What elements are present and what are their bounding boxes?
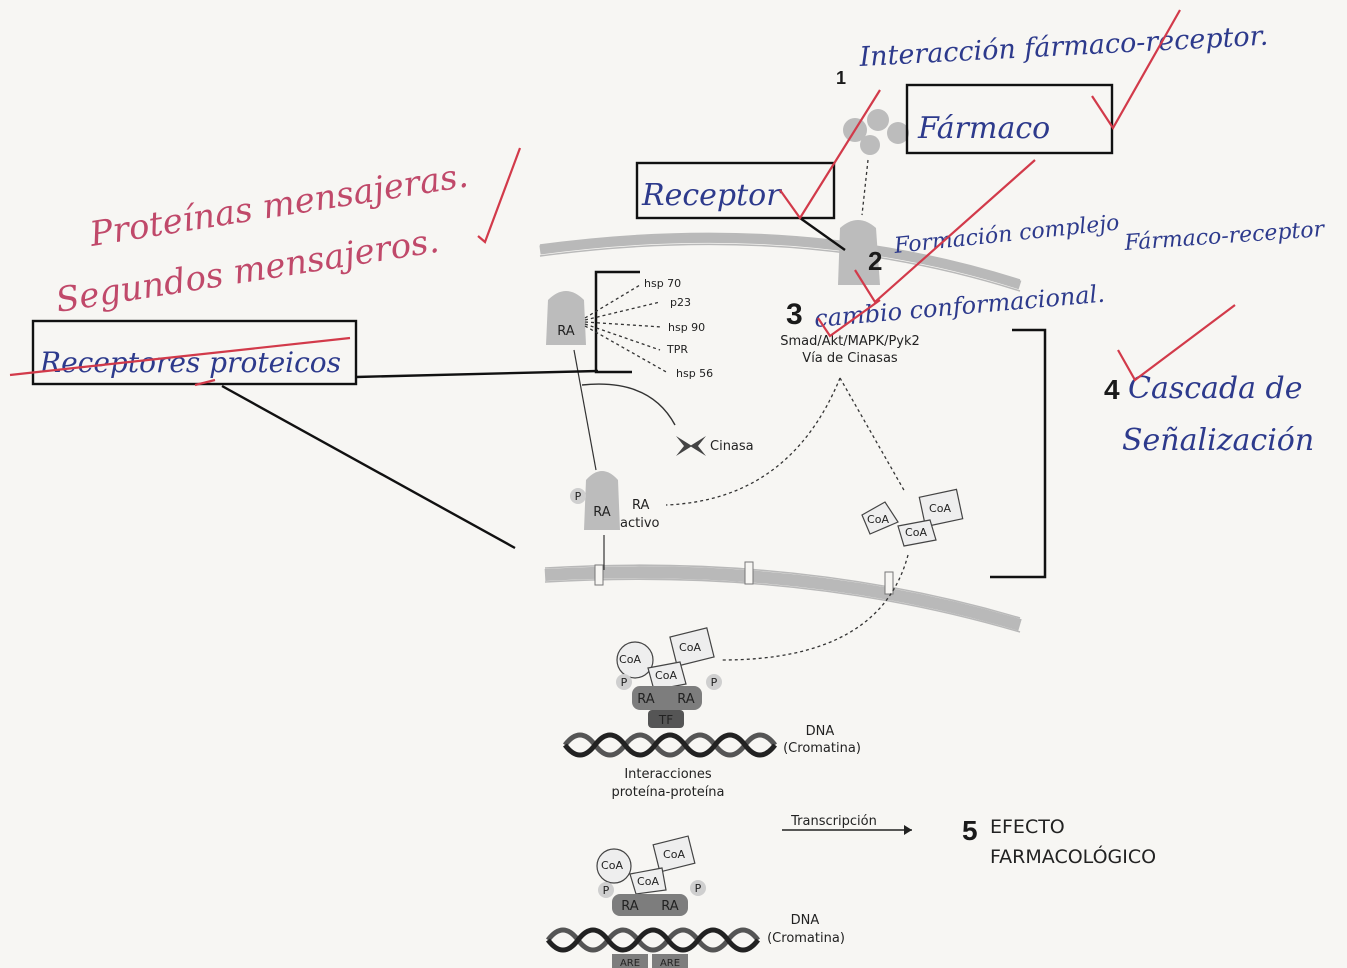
handwritten-receptor: Receptor [641, 178, 782, 213]
coa-label: CoA [601, 859, 623, 872]
hsp70-label: hsp 70 [644, 277, 681, 290]
farmaco-box [905, 83, 1114, 155]
arrow-kinase-to-ra [665, 377, 841, 506]
arrow-to-cinasa [581, 383, 676, 426]
chaperone-arrows [584, 284, 669, 374]
receptores-box [31, 319, 358, 386]
tpr-label: TPR [666, 343, 688, 356]
coa-label: CoA [905, 526, 927, 539]
coa-label: CoA [679, 641, 701, 654]
receptor-pointer [799, 217, 846, 251]
nuclear-complex-lower: CoA CoA CoA P P RA RA [596, 835, 706, 916]
dna-helix-upper [563, 732, 777, 758]
arrow-ra-to-active [573, 349, 597, 471]
arrow-coa-to-dna [721, 554, 909, 661]
pathway-label: Smad/Akt/MAPK/Pyk2 [780, 334, 920, 349]
ra-label: RA [557, 324, 575, 339]
ra-active-inner-label: RA [593, 505, 611, 520]
kinase-pathway-label: Vía de Cinasas [802, 351, 898, 366]
dna-label: DNA [791, 913, 820, 928]
coa-label: CoA [655, 669, 677, 682]
tf-label: TF [658, 713, 673, 727]
phospho-label: P [621, 676, 628, 689]
phospho-label: P [695, 882, 702, 895]
coa-label: CoA [663, 848, 685, 861]
interactions-label: Interacciones [624, 767, 712, 782]
androgen-receptor: RA [546, 291, 586, 345]
phospho-label: P [711, 676, 718, 689]
receptores-pointer-2 [221, 384, 516, 550]
ra-activo-label-2: activo [620, 516, 660, 531]
cinasa-label: Cinasa [710, 439, 754, 454]
interactions-label-2: proteína-proteína [611, 785, 724, 800]
arrow-kinase-to-coa [839, 377, 906, 493]
ra-label: RA [621, 899, 639, 914]
step-5-number: 5 [962, 815, 978, 846]
coa-label: CoA [637, 875, 659, 888]
step-4-number: 4 [1104, 374, 1120, 405]
chaperone-bracket [594, 270, 640, 374]
handwritten-cascada: Cascada de [1128, 371, 1303, 406]
handwritten-formacion-2: Fármaco-receptor [1123, 217, 1327, 256]
farmacologico-label: FARMACOLÓGICO [990, 844, 1156, 868]
phospho-label: P [603, 884, 610, 897]
efecto-label: EFECTO [990, 816, 1065, 838]
transcription-label: Transcripción [790, 814, 877, 829]
handwritten-farmaco: Fármaco [917, 111, 1050, 146]
signaling-bracket [990, 328, 1047, 579]
handwritten-interaction: Interacción fármaco-receptor. [858, 21, 1269, 73]
cinasa-icon [676, 436, 706, 456]
coa-label: CoA [929, 502, 951, 515]
check-marks [9, 9, 1236, 387]
handwritten-formacion: Formación complejo [892, 210, 1121, 259]
dna-label: DNA [806, 724, 835, 739]
coa-label: CoA [619, 653, 641, 666]
coa-label: CoA [867, 513, 889, 526]
ra-label: RA [677, 692, 695, 707]
outer-cell-membrane [539, 232, 1022, 292]
ra-label: RA [637, 692, 655, 707]
step-1-number: 1 [836, 68, 846, 88]
cromatina-label: (Cromatina) [783, 741, 861, 756]
receptores-pointer-1 [355, 369, 599, 379]
membrane-receptor [838, 220, 880, 285]
nuclear-membrane [544, 561, 1022, 633]
ra-label: RA [661, 899, 679, 914]
active-androgen-receptor: P RA [570, 471, 620, 530]
phospho-label: P [575, 490, 582, 503]
are-label: ARE [660, 958, 680, 968]
coactivator-cluster: CoA CoA CoA [861, 488, 964, 547]
step-2-number: 2 [868, 246, 882, 276]
handwritten-senalizacion: Señalización [1122, 423, 1314, 458]
step-3-number: 3 [786, 298, 803, 331]
handwritten-receptores: Receptores proteicos [39, 346, 341, 379]
are-label: ARE [620, 958, 640, 968]
cromatina-label: (Cromatina) [767, 931, 845, 946]
p23-label: p23 [670, 296, 691, 309]
hsp90-label: hsp 90 [668, 321, 705, 334]
nuclear-complex-upper: CoA CoA CoA P P RA RA TF [616, 627, 722, 728]
ra-activo-label: RA [632, 498, 650, 513]
receptor-box [635, 161, 836, 220]
arrow-drug-to-receptor [861, 159, 869, 216]
hsp56-label: hsp 56 [676, 367, 713, 380]
handwritten-cambio: cambio conformacional. [813, 280, 1106, 333]
dna-helix-lower [546, 927, 760, 968]
